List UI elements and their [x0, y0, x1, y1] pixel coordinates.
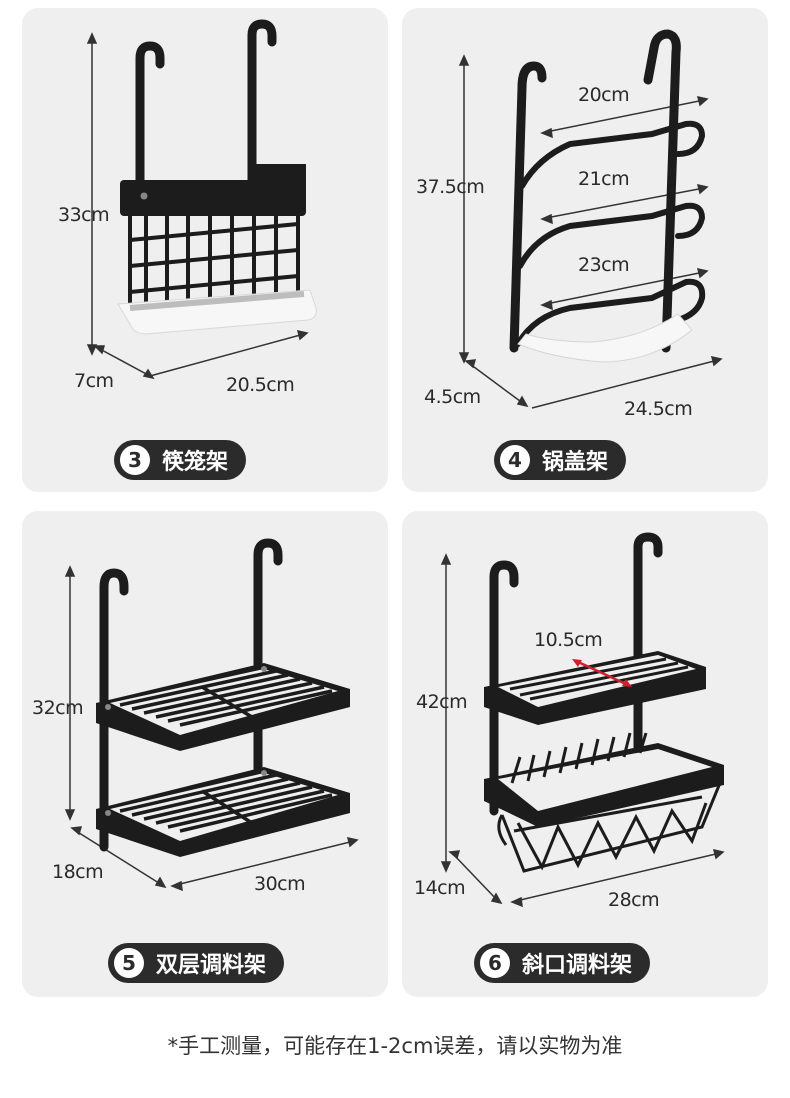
two-tier-spice-rack-image	[64, 538, 359, 892]
product-label: 5 双层调料架	[108, 943, 285, 983]
product-card-chopstick-holder: 33cm 7cm 20.5cm 3 筷笼架	[22, 8, 388, 492]
product-label: 4 锅盖架	[494, 440, 627, 480]
width-dimension: 28cm	[608, 889, 660, 911]
product-card-slanted-spice-rack: 10.5cm 42cm 14cm 28cm 6 斜口调料架	[402, 511, 768, 997]
product-label: 6 斜口调料架	[474, 943, 651, 983]
product-name: 锅盖架	[542, 450, 609, 475]
product-label: 3 筷笼架	[114, 440, 247, 480]
slot-1-dimension: 20cm	[578, 84, 630, 106]
product-card-two-tier-spice-rack: 32cm 18cm 30cm 5 双层调料架	[22, 511, 388, 997]
measurement-disclaimer: *手工测量，可能存在1-2cm误差，请以实物为准	[167, 1034, 623, 1058]
width-dimension: 24.5cm	[624, 398, 693, 420]
depth-dimension: 14cm	[414, 877, 466, 899]
product-card-pot-lid-rack: 20cm 21cm 23cm 37.5cm 4.5cm 24.5cm 4 锅盖架	[402, 8, 768, 492]
slot-2-dimension: 21cm	[578, 168, 630, 190]
pot-lid-rack-image	[458, 29, 723, 409]
product-number-badge: 6	[480, 948, 510, 978]
slot-3-dimension: 23cm	[578, 254, 630, 276]
width-dimension: 20.5cm	[226, 374, 295, 396]
depth-dimension: 4.5cm	[424, 386, 481, 408]
height-dimension: 37.5cm	[416, 176, 485, 198]
height-dimension: 32cm	[32, 697, 84, 719]
chopstick-holder-image	[86, 19, 317, 380]
product-number-badge: 4	[500, 445, 530, 475]
height-dimension: 42cm	[416, 691, 468, 713]
height-dimension: 33cm	[58, 204, 110, 226]
product-name: 双层调料架	[156, 953, 267, 978]
product-name: 斜口调料架	[522, 953, 633, 978]
depth-dimension: 18cm	[52, 861, 104, 883]
slanted-spice-rack-image	[440, 532, 725, 908]
inner-width-dimension: 10.5cm	[534, 629, 603, 651]
product-number-badge: 5	[114, 948, 144, 978]
width-dimension: 30cm	[254, 873, 306, 895]
product-name: 筷笼架	[162, 450, 229, 475]
product-number-badge: 3	[120, 445, 150, 475]
depth-dimension: 7cm	[74, 370, 114, 392]
